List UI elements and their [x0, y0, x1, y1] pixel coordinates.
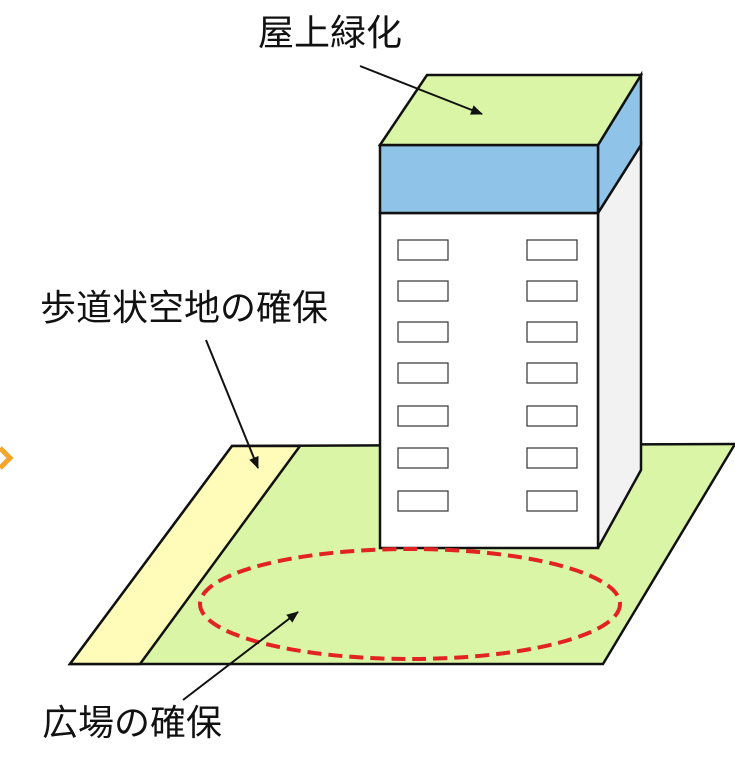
window	[397, 405, 449, 427]
plaza-space-label: 広場の確保	[42, 703, 223, 744]
plaza-leader-arrow	[182, 611, 299, 701]
rooftop-leader-arrow	[359, 65, 483, 115]
window	[526, 280, 578, 302]
window	[397, 239, 449, 261]
window	[526, 490, 578, 512]
window	[397, 321, 449, 343]
window	[526, 239, 578, 261]
edge-marker	[0, 446, 14, 470]
window	[526, 321, 578, 343]
window	[397, 490, 449, 512]
green-roof-top	[377, 73, 644, 147]
window	[526, 405, 578, 427]
sidewalk-space-label: 歩道状空地の確保	[40, 288, 329, 329]
window	[526, 362, 578, 384]
window	[397, 447, 449, 469]
rooftop-greening-label: 屋上緑化	[258, 13, 403, 54]
walkway-strip	[67, 444, 303, 666]
roof-band-front	[378, 143, 600, 215]
window	[397, 362, 449, 384]
window	[397, 280, 449, 302]
plaza-outline	[198, 547, 622, 661]
sidewalk-leader-arrow	[205, 339, 259, 469]
window	[526, 447, 578, 469]
